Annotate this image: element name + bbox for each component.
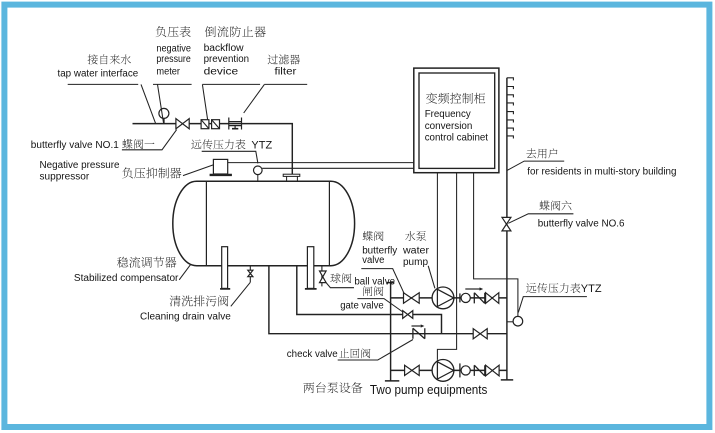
svg-text:pressure: pressure	[156, 54, 191, 65]
svg-text:check valve: check valve	[287, 349, 338, 360]
svg-text:YTZ: YTZ	[251, 140, 272, 152]
svg-text:prevention: prevention	[204, 54, 250, 65]
svg-text:Cleaning drain valve: Cleaning drain valve	[140, 312, 231, 323]
svg-text:Frequency: Frequency	[425, 108, 472, 120]
svg-text:butterfly: butterfly	[362, 246, 397, 257]
svg-text:water: water	[402, 246, 430, 257]
svg-text:YTZ: YTZ	[581, 283, 602, 295]
svg-text:butterfly valve NO.6: butterfly valve NO.6	[538, 218, 625, 229]
svg-text:butterfly valve NO.1: butterfly valve NO.1	[31, 140, 119, 151]
svg-text:ball valve: ball valve	[354, 277, 395, 288]
svg-text:control cabinet: control cabinet	[425, 131, 488, 143]
svg-text:conversion: conversion	[425, 120, 473, 132]
svg-text:Stabilized compensator: Stabilized compensator	[74, 273, 179, 284]
svg-text:filter: filter	[275, 66, 298, 77]
svg-text:Negative pressure: Negative pressure	[40, 160, 120, 171]
svg-text:tap water interface: tap water interface	[58, 68, 139, 79]
svg-text:backflow: backflow	[204, 43, 245, 54]
svg-text:pump: pump	[403, 257, 428, 268]
svg-text:device: device	[204, 66, 239, 77]
svg-text:meter: meter	[156, 66, 180, 77]
svg-text:gate valve: gate valve	[340, 301, 384, 312]
svg-text:negative: negative	[156, 44, 191, 55]
svg-text:for residents in multi-story b: for residents in multi-story building	[527, 167, 676, 178]
svg-text:suppressor: suppressor	[40, 172, 90, 183]
svg-text:Two pump equipments: Two pump equipments	[370, 382, 488, 397]
svg-text:valve: valve	[362, 255, 385, 266]
